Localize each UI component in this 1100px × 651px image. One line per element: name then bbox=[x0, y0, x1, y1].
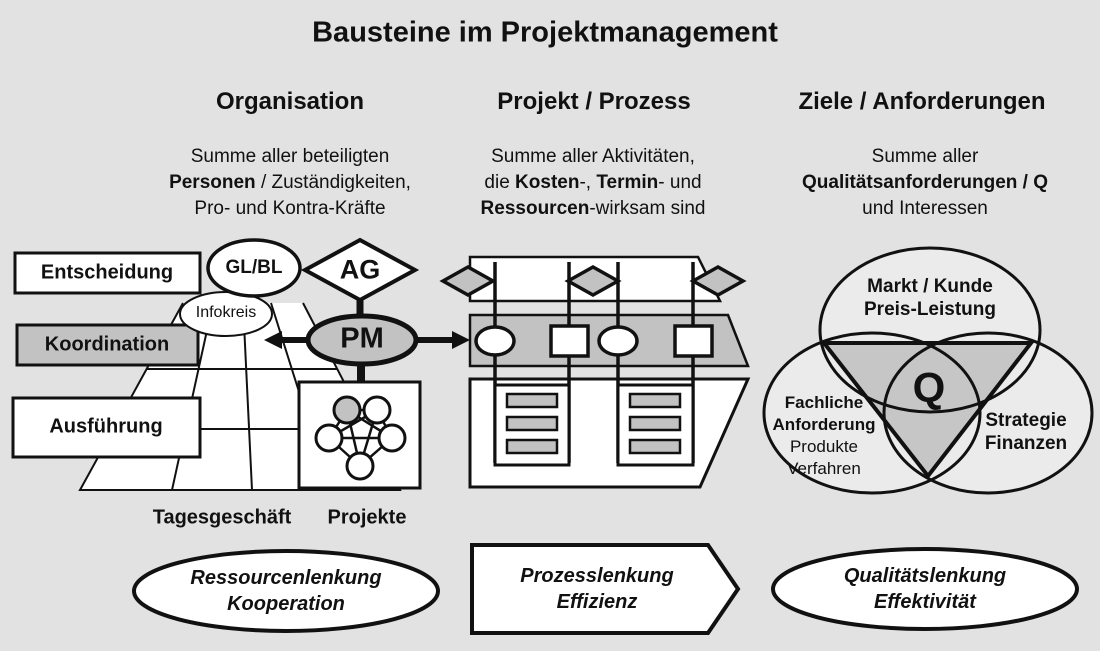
koordination-label: Koordination bbox=[44, 333, 170, 356]
summary-ellipse-ziele bbox=[771, 547, 1079, 631]
task-bar bbox=[628, 392, 682, 409]
tagesgeschaeft-label: Tagesgeschäft bbox=[152, 506, 292, 529]
process-diagram bbox=[439, 255, 751, 489]
organisation-description: Summe aller beteiligten Personen / Zustä… bbox=[169, 146, 411, 219]
summary-prozess: Prozesslenkung Effizienz bbox=[520, 565, 674, 613]
column-header-projekt-prozess: Projekt / Prozess bbox=[497, 88, 691, 116]
column-header-ziele: Ziele / Anforderungen bbox=[798, 88, 1046, 116]
ziele-description: Summe aller Qualitätsanforderungen / Q u… bbox=[802, 146, 1048, 219]
ag-diamond bbox=[300, 237, 420, 303]
ausfuehrung-label: Ausführung bbox=[49, 415, 163, 438]
project-network-node bbox=[314, 423, 344, 453]
project-network-node bbox=[332, 395, 362, 425]
milestone-diamond bbox=[564, 264, 622, 298]
summary-ziele: Qualitätslenkung Effektivität bbox=[843, 565, 1007, 613]
milestone-diamond bbox=[689, 264, 747, 298]
organisation-diagram bbox=[11, 237, 470, 491]
venn-ellipse-top bbox=[818, 246, 1042, 414]
entscheidung-box bbox=[13, 251, 202, 295]
task-square bbox=[673, 324, 714, 358]
project-network-node bbox=[345, 451, 375, 481]
task-bar bbox=[505, 438, 559, 455]
project-network-node bbox=[362, 395, 392, 425]
pm-ellipse bbox=[305, 313, 419, 367]
venn-ellipse-right bbox=[882, 331, 1094, 495]
task-bar bbox=[628, 438, 682, 455]
task-list bbox=[616, 383, 695, 467]
venn-right-label: Strategie Finanzen bbox=[984, 410, 1068, 454]
quality-venn bbox=[762, 246, 1094, 495]
projekte-box bbox=[297, 380, 422, 490]
venn-ellipse-left bbox=[762, 331, 982, 495]
pm-label: PM bbox=[340, 322, 384, 355]
task-bar bbox=[505, 415, 559, 432]
ausfuehrung-box bbox=[11, 396, 202, 459]
infokreis-label: Infokreis bbox=[195, 303, 257, 321]
pm-left-arrow bbox=[264, 331, 310, 349]
glbl-label: GL/BL bbox=[225, 257, 283, 279]
page-title: Bausteine im Projektmanagement bbox=[312, 16, 778, 49]
task-list bbox=[493, 383, 571, 467]
projekt-prozess-description: Summe aller Aktivitäten, die Kosten-, Te… bbox=[480, 146, 706, 219]
milestone-diamond bbox=[439, 264, 497, 298]
task-square bbox=[549, 324, 590, 358]
task-ellipse bbox=[474, 325, 516, 357]
ag-label: AG bbox=[339, 254, 381, 285]
koordination-box bbox=[15, 323, 200, 367]
venn-top-label: Markt / Kunde Preis-Leistung bbox=[864, 276, 996, 320]
project-network-node bbox=[377, 423, 407, 453]
summary-arrow-prozess bbox=[470, 543, 741, 635]
summary-organisation: Ressourcenlenkung Kooperation bbox=[190, 567, 382, 615]
summary-ellipse-organisation bbox=[132, 549, 440, 633]
glbl-ellipse bbox=[206, 238, 302, 298]
task-ellipse bbox=[597, 325, 639, 357]
task-bar bbox=[628, 415, 682, 432]
projekte-label: Projekte bbox=[327, 506, 407, 529]
column-header-organisation: Organisation bbox=[215, 88, 365, 116]
pm-right-arrow bbox=[414, 331, 470, 349]
entscheidung-label: Entscheidung bbox=[40, 261, 174, 284]
venn-left-label: Fachliche Anforderung Produkte Verfahren bbox=[772, 393, 876, 478]
venn-q-label: Q bbox=[912, 363, 946, 411]
task-bar bbox=[505, 392, 559, 409]
